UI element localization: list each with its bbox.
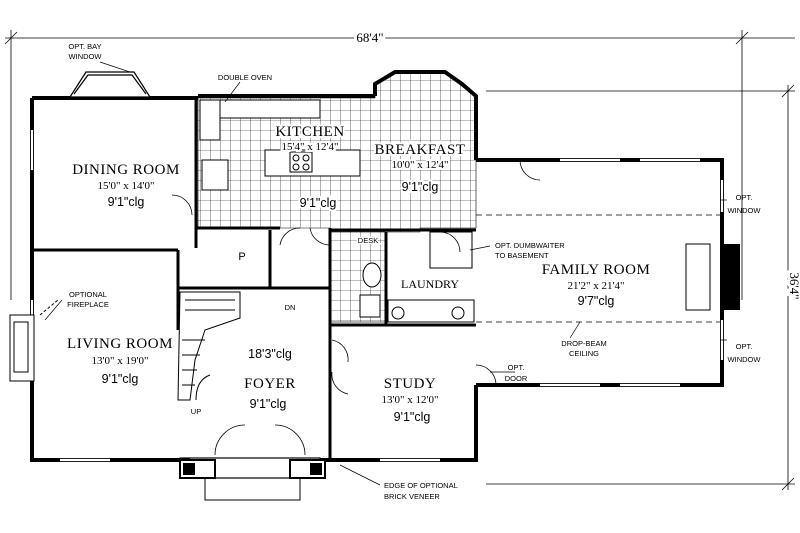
foyer-label: 18'3"clg FOYER 9'1"clg — [244, 347, 296, 411]
kitchen-size: 15'4" x 12'4" — [282, 141, 339, 153]
foyer-ceiling: 9'1"clg — [250, 397, 287, 411]
drop-beam-note-line1: DROP-BEAM — [561, 339, 606, 348]
kitchen-ceiling: 9'1"clg — [300, 196, 337, 210]
overall-depth-dimension — [486, 84, 795, 491]
pantry-note: P — [238, 251, 245, 263]
overall-width-dimension — [4, 30, 795, 300]
dining-room-label: DINING ROOM 15'0" x 14'0" 9'1"clg — [72, 162, 180, 209]
family-fireplace — [685, 243, 740, 311]
family-room-name: FAMILY ROOM — [542, 262, 651, 278]
bay-window-note-line2: WINDOW — [69, 52, 103, 61]
kitchen-label: KITCHEN 15'4" x 12'4" 9'1"clg — [273, 122, 346, 212]
opt-door-note-line1: OPT. — [508, 363, 525, 372]
overall-depth-label: 36'4" — [787, 272, 800, 299]
double-oven-note: DOUBLE OVEN — [218, 73, 272, 82]
foyer-name: FOYER — [244, 376, 296, 392]
study-size: 13'0" x 12'0" — [382, 394, 439, 406]
door-swings — [171, 159, 541, 456]
fireplace-note-line2: FIREPLACE — [67, 300, 109, 309]
dumbwaiter-note-line1: OPT. DUMBWAITER — [495, 241, 565, 250]
living-room-label: LIVING ROOM 13'0" x 19'0" 9'1"clg — [67, 336, 173, 386]
brick-veneer-note: EDGE OF OPTIONAL BRICK VENEER — [384, 481, 458, 501]
bath-fixtures — [359, 262, 465, 320]
windows — [30, 130, 724, 462]
up-note: UP — [191, 407, 201, 416]
window-note-bottom: OPT. WINDOW — [728, 342, 762, 364]
dumbwaiter-note: OPT. DUMBWAITER TO BASEMENT — [495, 241, 565, 260]
brick-veneer-note-line1: EDGE OF OPTIONAL — [384, 481, 458, 490]
dumbwaiter-note-line2: TO BASEMENT — [495, 251, 549, 260]
window-note-bottom-line1: OPT. — [736, 342, 753, 351]
breakfast-ceiling: 9'1"clg — [402, 180, 439, 194]
interior-walls — [32, 98, 476, 460]
bay-window — [68, 71, 152, 98]
opt-door-note: OPT. DOOR — [505, 363, 528, 383]
family-room-label: FAMILY ROOM 21'2" x 21'4" 9'7"clg — [542, 262, 651, 308]
foyer-upper-ceiling: 18'3"clg — [248, 347, 292, 361]
laundry-name: LAUNDRY — [401, 277, 459, 291]
study-ceiling: 9'1"clg — [394, 410, 431, 424]
breakfast-name: BREAKFAST — [375, 142, 466, 158]
down-note: DN — [285, 303, 296, 312]
entry-porch — [179, 457, 326, 501]
living-room-size: 13'0" x 19'0" — [92, 355, 149, 367]
family-room-ceiling: 9'7"clg — [578, 294, 615, 308]
family-room-size: 21'2" x 21'4" — [568, 280, 625, 292]
optional-fireplace — [9, 299, 59, 382]
living-room-name: LIVING ROOM — [67, 336, 173, 352]
dining-room-size: 15'0" x 14'0" — [98, 180, 155, 192]
study-name: STUDY — [384, 376, 437, 392]
window-note-top-line2: WINDOW — [728, 206, 762, 215]
study-label: STUDY 13'0" x 12'0" 9'1"clg — [382, 376, 439, 424]
bay-window-note-line1: OPT. BAY — [68, 42, 101, 51]
fireplace-note-line1: OPTIONAL — [69, 290, 107, 299]
drop-beam-note-line2: CEILING — [569, 349, 599, 358]
fireplace-note: OPTIONAL FIREPLACE — [67, 290, 109, 309]
leader-lines — [44, 61, 727, 486]
desk-note: DESK — [358, 236, 378, 245]
window-note-bottom-line2: WINDOW — [728, 355, 762, 364]
breakfast-label: BREAKFAST 10'0" x 12'4" 9'1"clg — [373, 140, 467, 196]
overall-width-label: 68'4" — [356, 30, 383, 45]
living-room-ceiling: 9'1"clg — [102, 372, 139, 386]
window-note-top-line1: OPT. — [736, 193, 753, 202]
kitchen-name: KITCHEN — [275, 124, 344, 140]
dining-room-ceiling: 9'1"clg — [108, 195, 145, 209]
stairs — [177, 291, 241, 401]
drop-beam-note: DROP-BEAM CEILING — [561, 339, 606, 358]
dining-room-name: DINING ROOM — [72, 162, 180, 178]
kitchen-fixtures — [199, 99, 475, 323]
window-note-top: OPT. WINDOW — [728, 193, 762, 215]
brick-veneer-note-line2: BRICK VENEER — [384, 492, 440, 501]
opt-door-note-line2: DOOR — [505, 374, 528, 383]
drop-beam-lines — [476, 214, 720, 323]
bay-window-note: OPT. BAY WINDOW — [68, 42, 102, 61]
breakfast-size: 10'0" x 12'4" — [392, 159, 449, 171]
